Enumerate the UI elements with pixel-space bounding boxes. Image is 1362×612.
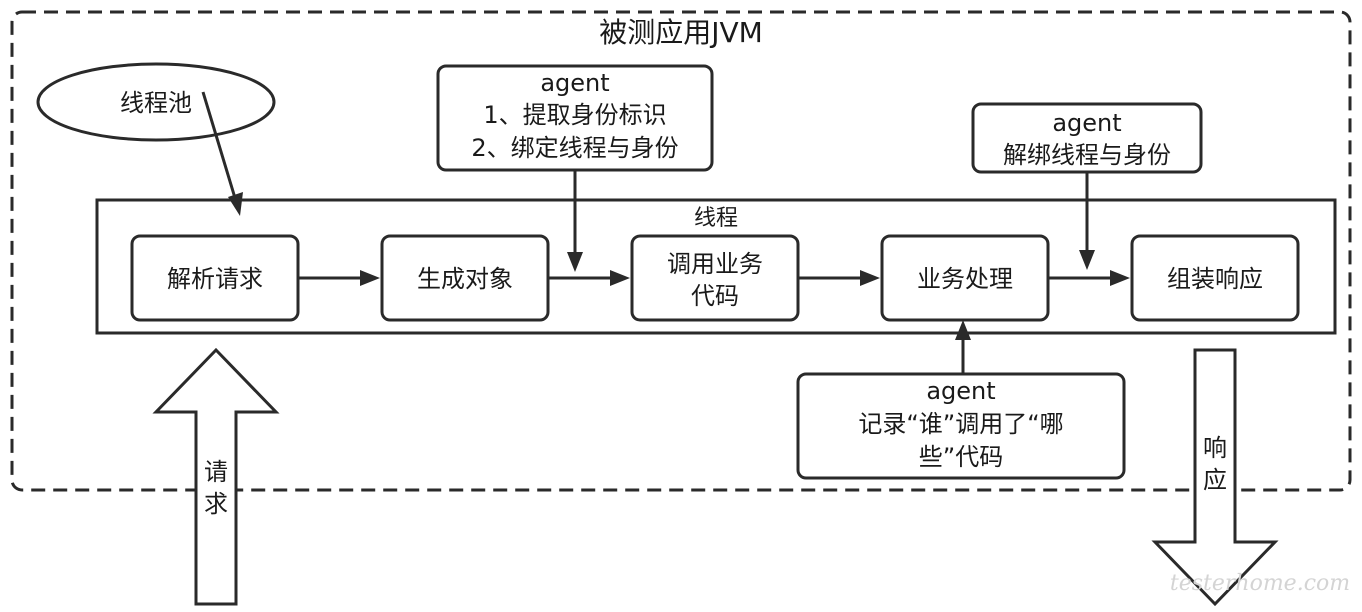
jvm-title: 被测应用JVM (599, 16, 763, 49)
step-business-process-label: 业务处理 (917, 265, 1013, 293)
arrow-threadpool-to-thread (201, 91, 243, 216)
step-assemble-response (1130, 234, 1300, 322)
agent-record-line2: 些”代码 (919, 443, 1003, 471)
thread-pool-ellipse (36, 62, 276, 142)
agent-extract-line1: 1、提取身份标识 (483, 101, 666, 129)
arrow-parse-to-create (298, 270, 380, 286)
request-char1: 请 (204, 458, 228, 486)
response-char2: 应 (1203, 466, 1227, 494)
agent-extract-title: agent (540, 69, 609, 97)
agent-extract-line2: 2、绑定线程与身份 (471, 134, 678, 162)
thread-label: 线程 (694, 206, 738, 231)
agent-record-title: agent (926, 377, 995, 405)
arrow-agent-record-up (955, 320, 971, 374)
arrow-agent-unbind-down (1079, 172, 1095, 270)
arrow-agent-extract-down (567, 170, 583, 272)
request-block-arrow (152, 347, 280, 606)
agent-record-box (796, 372, 1126, 480)
agent-unbind-line1: 解绑线程与身份 (1003, 141, 1171, 169)
arrow-process-to-assemble (1048, 270, 1130, 286)
step-parse-request-label: 解析请求 (167, 265, 263, 293)
request-char2: 求 (204, 490, 228, 518)
agent-unbind-title: agent (1052, 109, 1121, 137)
thread-pool-label: 线程池 (120, 89, 192, 117)
step-call-business-code-line2: 代码 (691, 282, 739, 310)
jvm-container (10, 10, 1352, 492)
response-block-arrow (1151, 348, 1279, 607)
step-assemble-response-label: 组装响应 (1167, 265, 1263, 293)
step-create-object-label: 生成对象 (417, 265, 513, 293)
agent-record-line1: 记录“谁”调用了“哪 (858, 410, 1063, 438)
step-call-business-code-line1: 调用业务 (667, 250, 763, 278)
arrow-call-to-process (798, 270, 880, 286)
response-char1: 响 (1203, 434, 1227, 462)
arrow-create-to-call (548, 270, 630, 286)
watermark: testerhome.com (1170, 571, 1350, 596)
